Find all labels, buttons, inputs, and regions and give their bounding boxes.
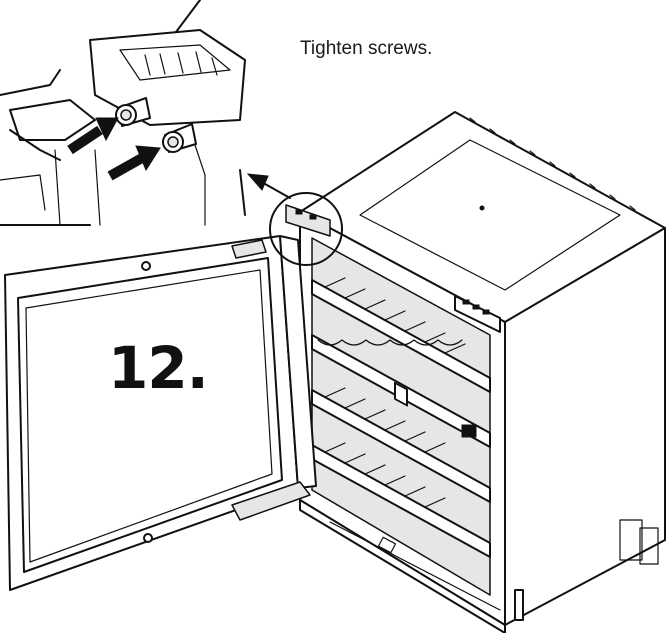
cabinet-base (299, 499, 659, 634)
door-side-edge (279, 235, 317, 489)
control-panel (454, 295, 501, 333)
door-bottom-dot (143, 533, 153, 543)
screw-upper (115, 97, 151, 127)
door-top-hinge (231, 239, 267, 259)
instruction-caption: Tighten screws. (300, 38, 433, 59)
fridge-door (4, 235, 317, 591)
cabinet-interior (311, 237, 491, 596)
wine-shelves (311, 277, 491, 558)
zoom-arrow (246, 173, 291, 199)
screw-arrow-upper (67, 117, 119, 155)
step-number: 12. (108, 334, 209, 402)
fridge-cabinet (299, 111, 666, 634)
magnifier (269, 192, 343, 266)
screw-lower (162, 123, 197, 153)
hinge-detail-inset (0, 0, 246, 226)
top-vent-ticks (469, 117, 636, 211)
screw-arrow-lower (107, 145, 161, 181)
door-top-dot (141, 261, 151, 271)
door-bottom-hinge (231, 481, 311, 521)
